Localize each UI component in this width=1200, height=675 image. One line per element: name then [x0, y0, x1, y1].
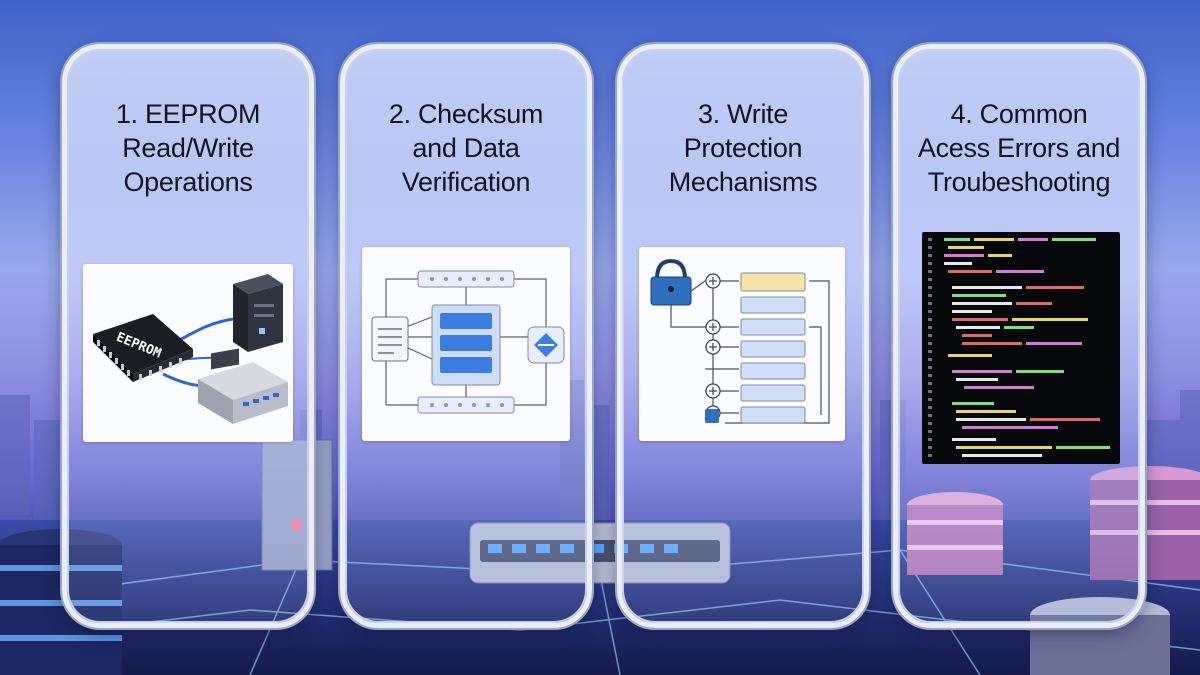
highlighted-register	[740, 272, 806, 292]
write-protection-diagram	[639, 247, 845, 441]
server-icon	[233, 274, 283, 352]
card-title: 3. Write Protection Mechanisms	[668, 99, 818, 197]
card-eeprom-read-write[interactable]: 1. EEPROM Read/Write Operations	[62, 44, 314, 628]
eeprom-chip-icon: EEPROM	[93, 314, 193, 382]
line-numbers	[928, 238, 932, 457]
card-checksum-verification[interactable]: 2. Checksum and Data Verification	[340, 44, 592, 628]
write-enable-square	[705, 409, 719, 423]
card-write-protection[interactable]: 3. Write Protection Mechanisms	[617, 44, 869, 628]
checksum-flow-diagram	[362, 247, 570, 441]
code-listing-panel	[922, 232, 1120, 464]
lock-icon	[650, 258, 692, 306]
data-block-stack	[431, 304, 501, 386]
card-title: 2. Checksum and Data Verification	[388, 99, 544, 197]
top-register	[417, 270, 515, 288]
bottom-register	[417, 396, 515, 414]
eeprom-illustration: EEPROM	[83, 264, 293, 442]
router-icon	[198, 348, 288, 424]
code-lines	[944, 238, 1110, 457]
verify-diamond-icon	[527, 326, 565, 364]
card-title: 4. Common Acess Errors and Troubeshootin…	[917, 99, 1121, 197]
card-title: 1. EEPROM Read/Write Operations	[115, 99, 261, 197]
document-icon	[371, 316, 409, 362]
card-access-errors[interactable]: 4. Common Acess Errors and Troubeshootin…	[893, 44, 1145, 628]
